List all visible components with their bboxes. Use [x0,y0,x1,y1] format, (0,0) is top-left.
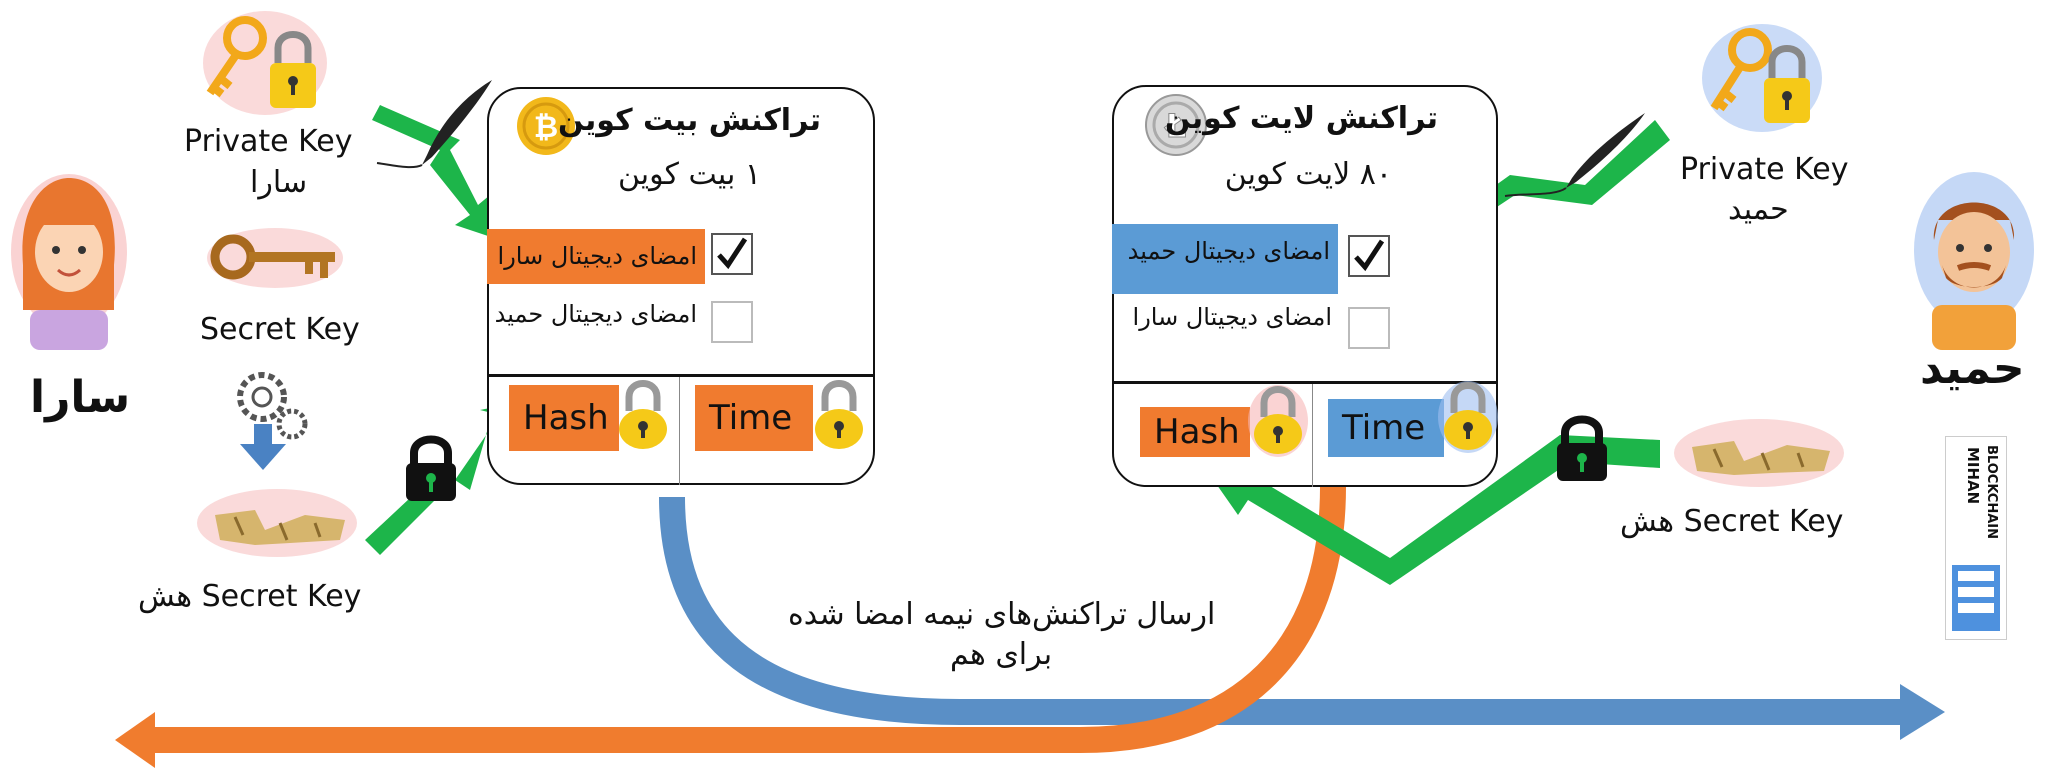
hamid-hash-secret-key-label: هش Secret Key [1620,504,1844,539]
litecoin-time-padlock-icon [1438,381,1498,453]
bitcoin-signature-hamid: امضای دیجیتال حمید [494,300,697,328]
svg-text:₿: ₿ [534,110,558,145]
litecoin-sig-sara-checkbox[interactable] [1348,307,1390,349]
blue-arrowhead [1900,684,1945,740]
litecoin-transaction-card: Ł تراکنش لایت کوین ۸۰ لایت کوین امضای دی… [1112,85,1498,487]
bitcoin-sig-sara-checkbox[interactable] [711,233,753,275]
brand-line1: MIHAN [1964,447,1982,504]
quill-pen-icon [376,80,492,169]
litecoin-time-tag: Time [1328,399,1444,457]
sara-secret-key-label: Secret Key [200,312,360,347]
sara-hash-secret-key-label: هش Secret Key [138,579,362,614]
brass-key-icon [207,228,343,288]
broken-key-icon [1674,419,1844,487]
litecoin-card-title: تراکنش لایت کوین [1164,101,1438,136]
mihan-blockchain-logo: MIHAN BLOCKCHAIN [1945,436,2007,640]
blue-flow-arrow [659,496,1900,725]
black-lock-icon [406,435,456,501]
bitcoin-hash-tag: Hash [509,385,619,451]
litecoin-signature-sara: امضای دیجیتال سارا [1132,303,1332,331]
broken-key-icon [197,489,357,557]
gears-icon [237,372,308,470]
person-male-icon [1914,172,2034,350]
bitcoin-time-tag: Time [695,385,813,451]
litecoin-sig-hamid-checkbox[interactable] [1348,235,1390,277]
litecoin-divider [1112,381,1498,384]
litecoin-coin-icon: Ł [1145,94,1207,156]
orange-flow-arrow [155,486,1346,753]
bitcoin-divider [487,374,875,377]
black-lock-icon [1557,415,1607,481]
sara-private-key-label: Private Key [184,124,353,159]
bitcoin-hash-padlock-icon [619,380,667,449]
bitcoin-transaction-card: ₿ تراکنش بیت کوین ۱ بیت کوین امضای دیجیت… [487,87,875,485]
bitcoin-card-amount: ۱ بیت کوین [617,157,761,192]
litecoin-signature-hamid: امضای دیجیتال حمید [1112,224,1338,294]
litecoin-hash-padlock-icon [1248,385,1308,457]
exchange-caption-line1: ارسال تراکنش‌های نیمه امضا شده [788,597,1216,632]
bitcoin-coin-icon: ₿ [517,97,575,155]
svg-text:Ł: Ł [1164,107,1187,145]
quill-pen-icon [1504,113,1645,197]
person-female-icon [11,174,127,350]
hamid-private-key-owner: حمید [1728,192,1789,227]
bitcoin-card-title: تراکنش بیت کوین [558,103,821,138]
golden-key-padlock-icon [1702,24,1822,132]
orange-arrowhead [115,712,155,768]
hamid-private-key-label: Private Key [1680,152,1849,187]
bitcoin-signature-sara: امضای دیجیتال سارا [487,229,705,284]
sara-private-key-owner: سارا [250,165,308,200]
exchange-caption-line2: برای هم [950,637,1053,672]
right-person-name: حمید [1920,343,2025,394]
green-arrow-sara-sign [372,105,500,240]
bitcoin-sig-hamid-checkbox[interactable] [711,301,753,343]
litecoin-divider-vertical [1312,384,1313,487]
litecoin-hash-tag: Hash [1140,407,1250,457]
brand-line2: BLOCKCHAIN [1984,445,1999,539]
left-person-name: سارا [30,372,131,423]
bitcoin-divider-vertical [679,377,680,485]
litecoin-card-amount: ۸۰ لایت کوین [1224,157,1392,192]
green-arrow-hamid-sign [1420,120,1670,258]
bitcoin-time-padlock-icon [815,380,863,449]
golden-key-padlock-icon [203,11,327,115]
green-arrow-hamid-hash [1210,435,1660,585]
